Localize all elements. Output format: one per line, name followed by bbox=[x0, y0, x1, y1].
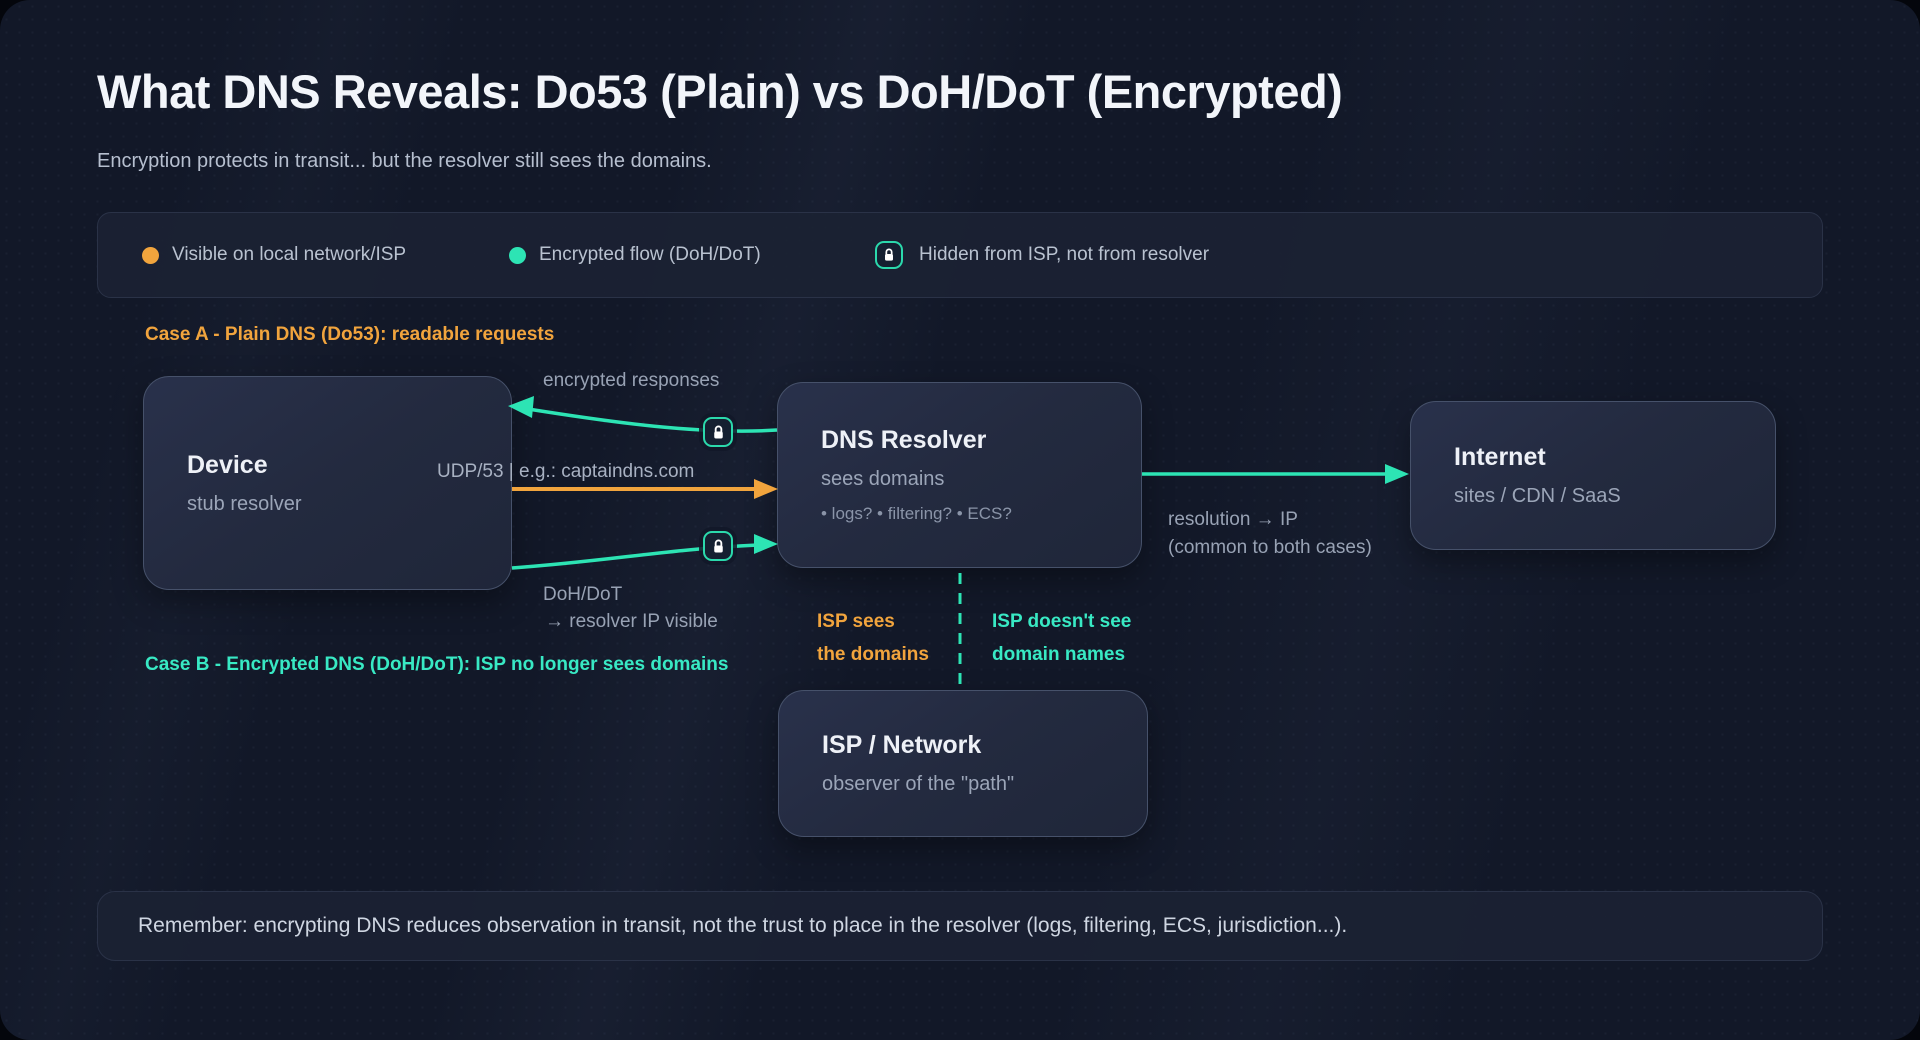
arrowhead-right-icon bbox=[754, 534, 778, 554]
node-subtitle: observer of the "path" bbox=[822, 773, 1015, 795]
udp53-label: UDP/53 | e.g.: captaindns.com bbox=[437, 461, 695, 482]
legend-item-encrypted: Encrypted flow (DoH/DoT) bbox=[509, 244, 761, 266]
teal-dot-icon bbox=[509, 246, 526, 264]
isp-doesnt-see-label: domain names bbox=[992, 644, 1126, 665]
legend-label: Visible on local network/ISP bbox=[172, 244, 407, 265]
resolver-ip-visible-label: → resolver IP visible bbox=[545, 611, 718, 632]
isp-network-node: ISP / Network observer of the "path" bbox=[778, 690, 1148, 837]
lock-icon bbox=[875, 241, 903, 269]
encrypted-responses-arrow bbox=[527, 407, 778, 433]
legend-item-hidden: Hidden from ISP, not from resolver bbox=[875, 241, 1209, 269]
resolution-ip-label: resolution → IP bbox=[1168, 509, 1298, 530]
lock-icon bbox=[703, 417, 733, 447]
encrypted-responses-label: encrypted responses bbox=[543, 370, 720, 391]
legend-item-visible: Visible on local network/ISP bbox=[142, 244, 406, 266]
node-subtitle: sees domains bbox=[821, 468, 945, 490]
common-both-cases-label: (common to both cases) bbox=[1168, 537, 1372, 558]
node-title: ISP / Network bbox=[822, 731, 982, 759]
orange-dot-icon bbox=[142, 246, 159, 264]
isp-sees-label: ISP sees bbox=[817, 611, 895, 632]
legend-label: Hidden from ISP, not from resolver bbox=[919, 244, 1210, 265]
node-title: DNS Resolver bbox=[821, 426, 987, 454]
case-a-label: Case A - Plain DNS (Do53): readable requ… bbox=[145, 324, 555, 345]
node-title: Internet bbox=[1454, 443, 1546, 471]
page-subtitle: Encryption protects in transit... but th… bbox=[97, 150, 712, 172]
dohdot-label: DoH/DoT bbox=[543, 584, 623, 605]
reminder-note-bar: Remember: encrypting DNS reduces observa… bbox=[97, 891, 1823, 961]
arrowhead-right-icon bbox=[1385, 464, 1409, 484]
legend-bar: Visible on local network/ISP Encrypted f… bbox=[97, 212, 1823, 298]
isp-sees-label: the domains bbox=[817, 644, 929, 665]
lock-icon bbox=[703, 531, 733, 561]
node-subtitle: stub resolver bbox=[187, 492, 302, 515]
arrowhead-right-icon bbox=[754, 479, 778, 499]
isp-doesnt-see-label: ISP doesn't see bbox=[992, 611, 1132, 632]
dns-resolver-node: DNS Resolver sees domains • logs? • filt… bbox=[777, 382, 1142, 568]
internet-node: Internet sites / CDN / SaaS bbox=[1410, 401, 1776, 550]
case-b-label: Case B - Encrypted DNS (DoH/DoT): ISP no… bbox=[145, 654, 729, 675]
legend-label: Encrypted flow (DoH/DoT) bbox=[539, 244, 761, 265]
node-detail: • logs? • filtering? • ECS? bbox=[821, 504, 1012, 523]
page-title: What DNS Reveals: Do53 (Plain) vs DoH/Do… bbox=[97, 65, 1343, 118]
device-node: Device stub resolver bbox=[143, 376, 512, 590]
node-title: Device bbox=[187, 450, 268, 479]
reminder-note-text: Remember: encrypting DNS reduces observa… bbox=[138, 914, 1348, 937]
node-subtitle: sites / CDN / SaaS bbox=[1454, 485, 1621, 507]
